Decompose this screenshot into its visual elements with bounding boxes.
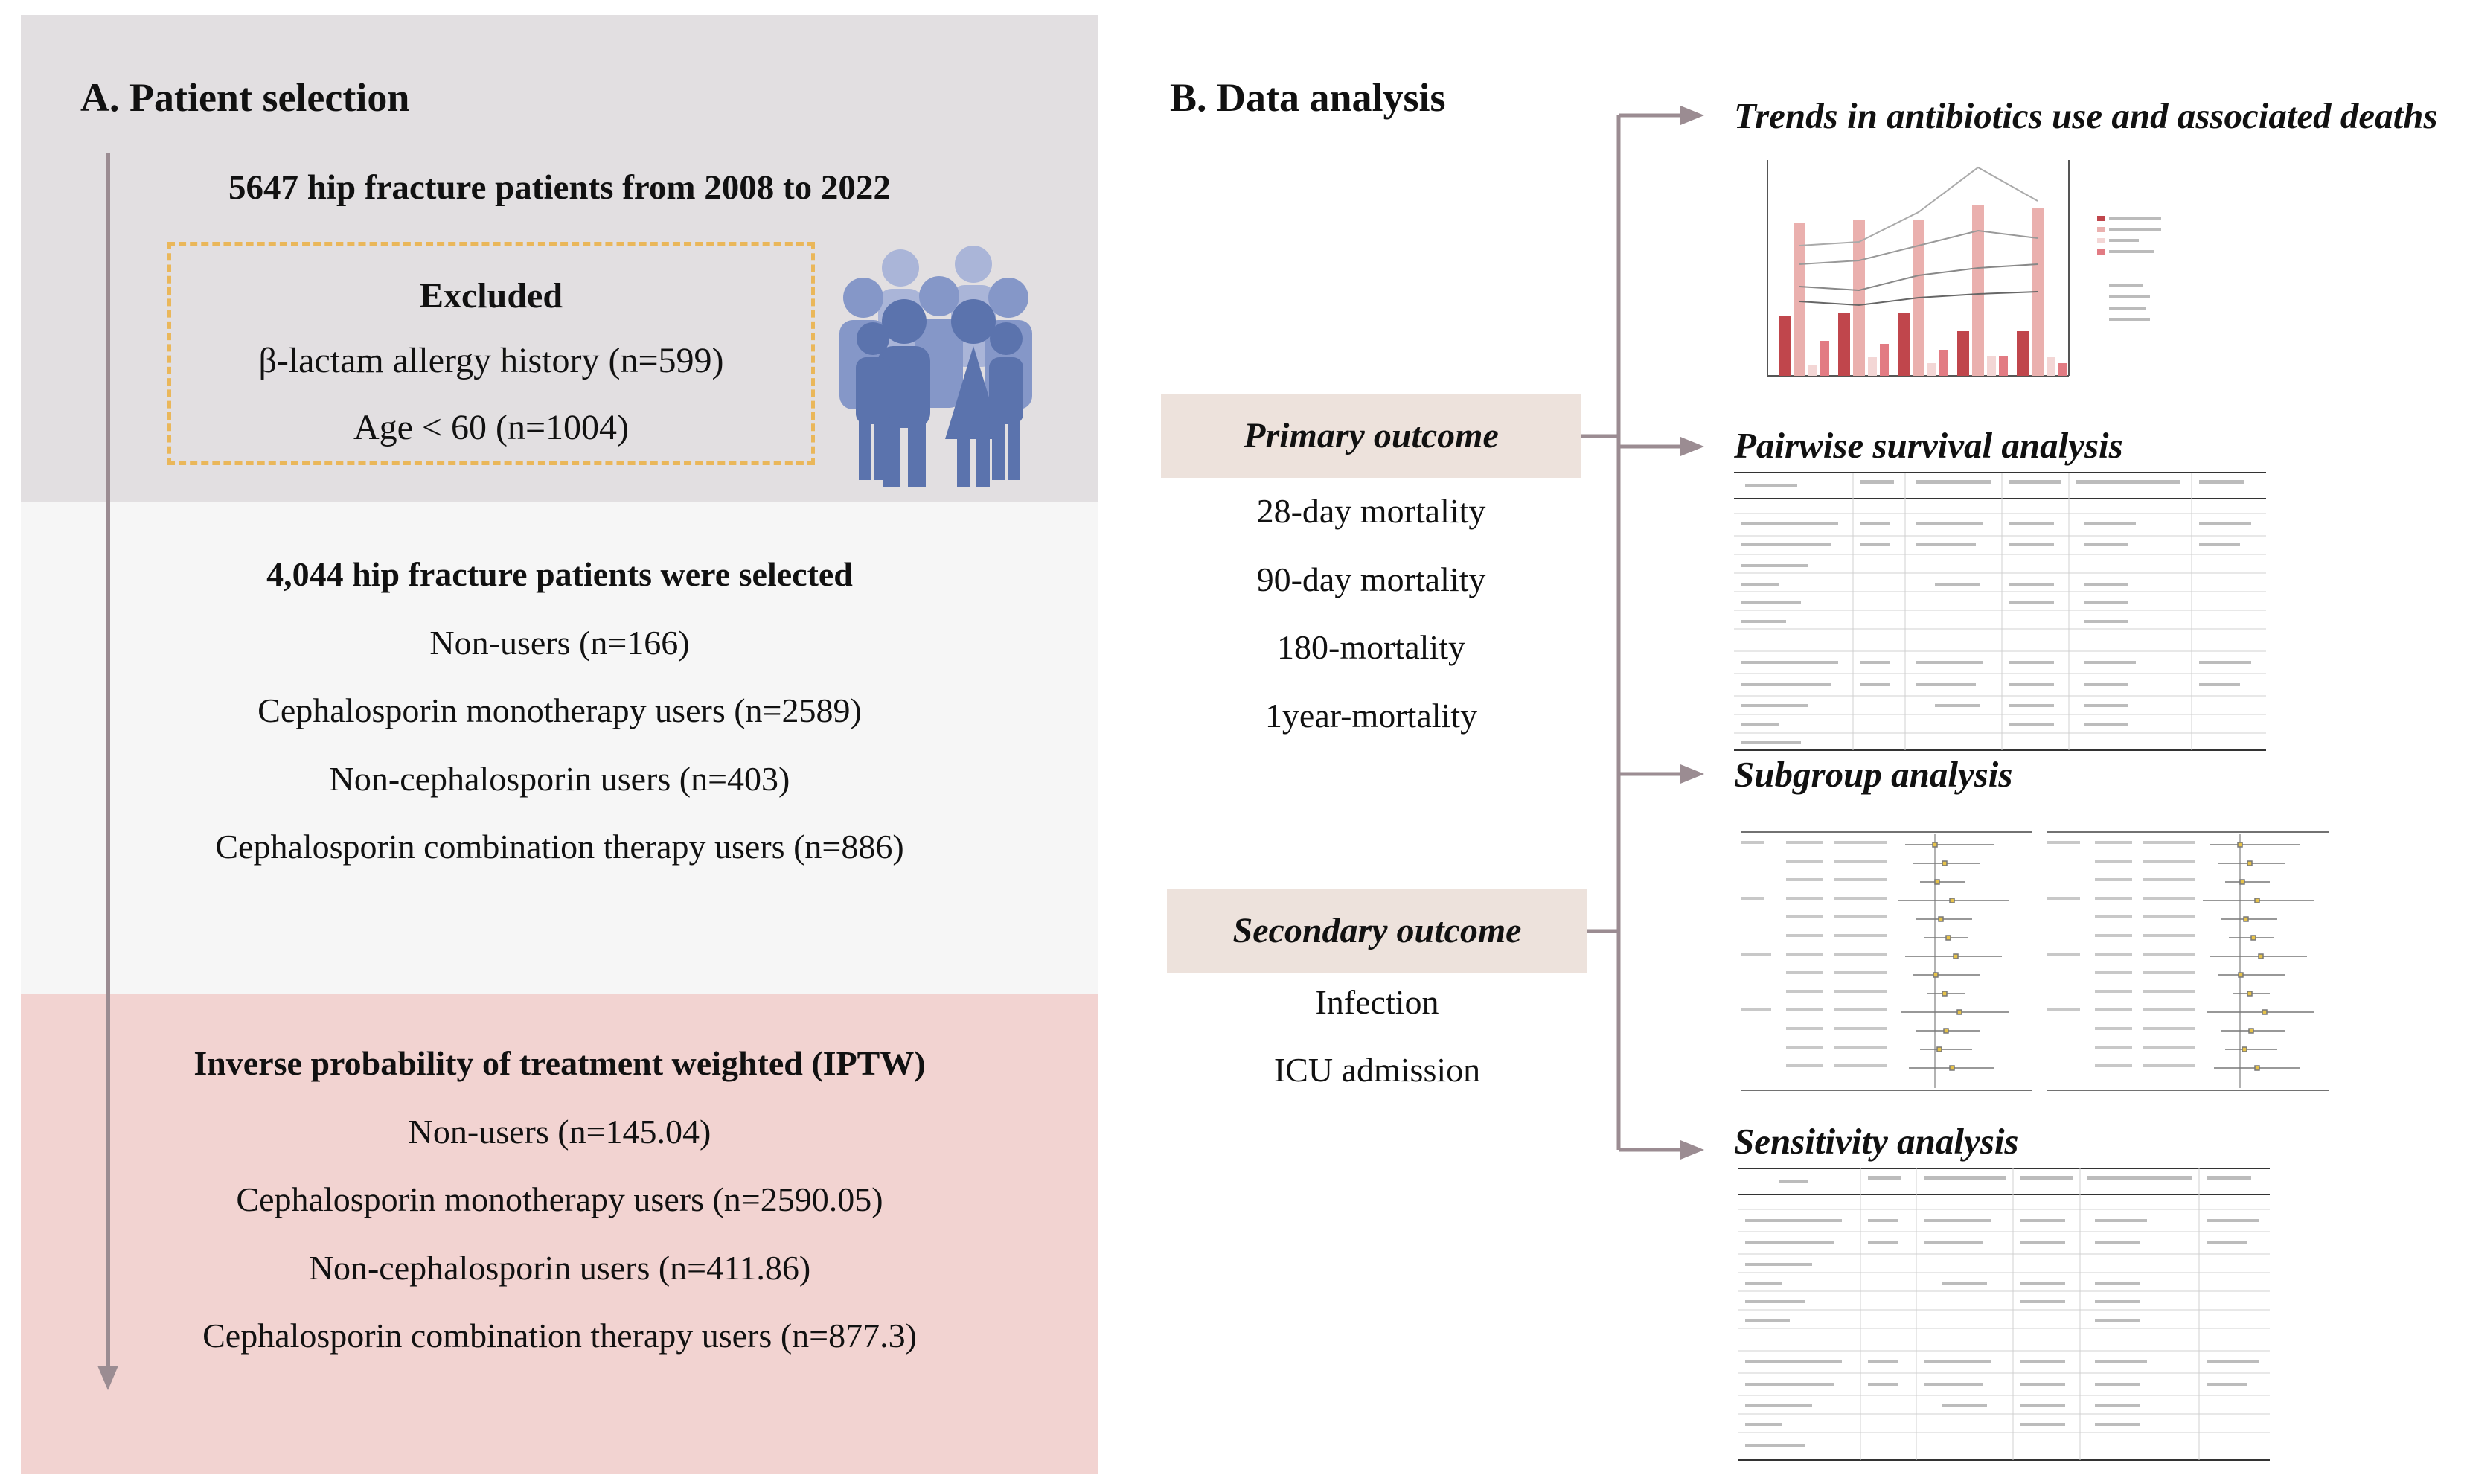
iptw-group: Non-cephalosporin users (n=411.86) xyxy=(308,1249,811,1287)
panel-a-middle xyxy=(21,502,1098,994)
primary-outcome-item: 28-day mortality xyxy=(1256,492,1486,530)
primary-outcome-header: Primary outcome xyxy=(1161,394,1581,478)
panel-a-bottom xyxy=(21,994,1098,1474)
total-patients: 5647 hip fracture patients from 2008 to … xyxy=(228,168,891,207)
selected-title: 4,044 hip fracture patients were selecte… xyxy=(266,555,853,593)
primary-outcome-item: 1year-mortality xyxy=(1264,697,1478,735)
analysis-pairwise-title: Pairwise survival analysis xyxy=(1734,425,2123,466)
iptw-group: Cephalosporin monotherapy users (n=2590.… xyxy=(236,1180,883,1218)
excluded-title: Excluded xyxy=(419,276,563,316)
selected-group: Cephalosporin combination therapy users … xyxy=(215,828,904,866)
selected-group: Non-cephalosporin users (n=403) xyxy=(329,760,790,798)
analysis-trends-title: Trends in antibiotics use and associated… xyxy=(1734,95,2438,136)
iptw-group: Non-users (n=145.04) xyxy=(408,1113,711,1151)
panel-b-heading: B. Data analysis xyxy=(1170,75,1446,120)
selected-group: Non-users (n=166) xyxy=(429,624,690,662)
excluded-box: Excluded β-lactam allergy history (n=599… xyxy=(167,242,815,465)
iptw-group: Cephalosporin combination therapy users … xyxy=(202,1317,917,1355)
excluded-item: Age < 60 (n=1004) xyxy=(353,408,630,447)
analysis-sensitivity-title: Sensitivity analysis xyxy=(1734,1121,2019,1162)
panel-a-heading: A. Patient selection xyxy=(80,75,410,120)
excluded-item: β-lactam allergy history (n=599) xyxy=(258,341,724,380)
secondary-outcome-header: Secondary outcome xyxy=(1167,889,1587,973)
iptw-title: Inverse probability of treatment weighte… xyxy=(193,1044,926,1082)
secondary-outcome-item: ICU admission xyxy=(1273,1051,1481,1089)
secondary-outcome-item: Infection xyxy=(1315,983,1439,1021)
primary-outcome-item: 90-day mortality xyxy=(1256,560,1486,598)
selected-group: Cephalosporin monotherapy users (n=2589) xyxy=(257,691,862,729)
primary-outcome-item: 180-mortality xyxy=(1277,628,1465,666)
analysis-subgroup-title: Subgroup analysis xyxy=(1734,754,2013,795)
